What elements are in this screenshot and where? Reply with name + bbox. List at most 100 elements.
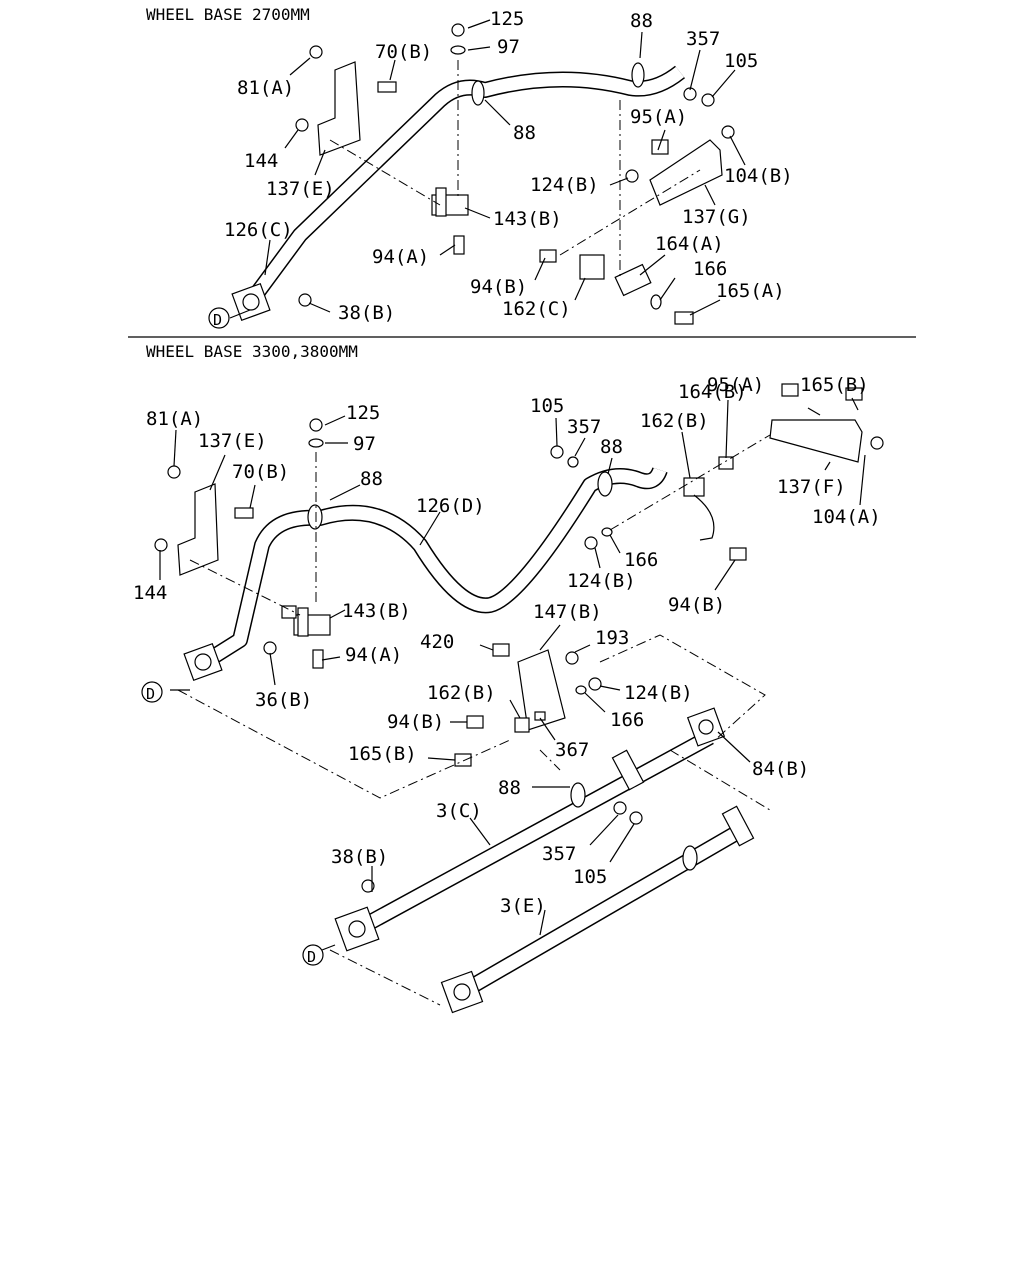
label-162b: 162(B): [640, 410, 709, 432]
label-81a: 81(A): [237, 77, 294, 99]
bolt-94b-bottom: [729, 547, 747, 561]
label-357-bottom: 357: [567, 416, 601, 438]
clamp-88-tailpipe-3e: [682, 845, 698, 871]
nut-144: [295, 118, 309, 132]
label-124b-lower: 124(B): [624, 682, 693, 704]
label-144-bottom: 144: [133, 582, 167, 604]
label-38b: 38(B): [338, 302, 395, 324]
bracket-137g: [649, 139, 723, 206]
label-105-bottom: 105: [530, 395, 564, 417]
clamp-88-bottom-right: [597, 471, 613, 497]
label-165b-bottom: 165(B): [800, 374, 869, 396]
label-95a-bottom: 95(A): [707, 374, 764, 396]
label-193: 193: [595, 627, 629, 649]
washer-97-bottom: [308, 438, 324, 448]
bolt-94a: [453, 235, 465, 255]
reference-marker-d-tailpipe: [302, 944, 324, 966]
reference-marker-d-tailpipe-label: D: [307, 948, 316, 966]
nut-81a-bottom: [167, 465, 181, 479]
washer-166-lower: [575, 685, 587, 695]
label-126c: 126(C): [224, 219, 293, 241]
nut-124b: [625, 169, 639, 183]
label-143b: 143(B): [493, 208, 562, 230]
nut-105: [701, 93, 715, 107]
label-125-bottom: 125: [346, 402, 380, 424]
label-162c: 162(C): [502, 298, 571, 320]
bracket-147b: [517, 649, 566, 731]
nut-38b: [298, 293, 312, 307]
label-166-bottom: 166: [624, 549, 658, 571]
label-88-lower: 88: [513, 122, 536, 144]
clamp-88-bottom-left: [307, 504, 323, 530]
label-357: 357: [686, 28, 720, 50]
gasket-84b: [686, 707, 726, 747]
bolt-165a: [674, 311, 694, 325]
nut-125: [451, 23, 465, 37]
reference-marker-d-top-label: D: [213, 311, 222, 329]
label-94b: 94(B): [470, 276, 527, 298]
label-104a: 104(A): [812, 506, 881, 528]
label-124b: 124(B): [530, 174, 599, 196]
label-3c: 3(C): [436, 800, 482, 822]
nut-104b: [721, 125, 735, 139]
clamp-88-left: [471, 80, 485, 106]
front-pipe-126c: [231, 65, 685, 322]
label-94a-bottom: 94(A): [345, 644, 402, 666]
label-70b-bottom: 70(B): [232, 461, 289, 483]
bolt-165b-lower: [454, 753, 472, 767]
bottom-section: WHEEL BASE 3300,3800MM: [133, 342, 884, 1014]
label-165b-lower: 165(B): [348, 743, 417, 765]
label-420: 420: [420, 631, 454, 653]
label-125: 125: [490, 8, 524, 30]
hanger-143b: [431, 187, 469, 217]
nut-81a: [309, 45, 323, 59]
label-97: 97: [497, 36, 520, 58]
nut-105-bottom: [550, 445, 564, 459]
nut-104a-bottom: [870, 436, 884, 450]
top-section-header: WHEEL BASE 2700MM: [146, 5, 310, 24]
nut-125-bottom: [309, 418, 323, 432]
label-97-bottom: 97: [353, 433, 376, 455]
label-166: 166: [693, 258, 727, 280]
label-36b: 36(B): [255, 689, 312, 711]
bolt-95a-bottom: [781, 383, 799, 397]
label-147b: 147(B): [533, 601, 602, 623]
bolt-165b-bottom: [845, 387, 863, 401]
nut-143-bottom: [281, 605, 297, 619]
reference-marker-d-top: [208, 307, 230, 329]
tail-pipe-3c: [334, 729, 714, 952]
label-165a: 165(A): [716, 280, 785, 302]
label-164b: 164(B): [678, 381, 747, 403]
label-3e: 3(E): [500, 895, 546, 917]
label-143b-bottom: 143(B): [342, 600, 411, 622]
label-162b-lower: 162(B): [427, 682, 496, 704]
top-section: WHEEL BASE 2700MM: [146, 5, 793, 329]
label-105: 105: [724, 50, 758, 72]
tail-pipe-3e: [440, 805, 755, 1014]
label-367: 367: [555, 739, 589, 761]
label-137e-bottom: 137(E): [198, 430, 267, 452]
label-88-bottom-right: 88: [600, 436, 623, 458]
label-94b-lower: 94(B): [387, 711, 444, 733]
washer-357-bottom: [567, 456, 579, 468]
label-105-lower: 105: [573, 866, 607, 888]
label-95a: 95(A): [630, 106, 687, 128]
label-137g: 137(G): [682, 206, 751, 228]
label-137e: 137(E): [266, 178, 335, 200]
nut-193: [565, 651, 579, 665]
label-124b-bottom: 124(B): [567, 570, 636, 592]
washer-357-lower: [613, 801, 627, 815]
label-88-tailpipe: 88: [498, 777, 521, 799]
nut-124b-lower: [588, 677, 602, 691]
reference-marker-d-bottom: [141, 681, 163, 703]
nut-144-bottom: [154, 538, 168, 552]
label-357-lower: 357: [542, 843, 576, 865]
nut-105-lower: [629, 811, 643, 825]
hanger-143b-bottom: [293, 607, 331, 637]
label-38b-bottom: 38(B): [331, 846, 388, 868]
label-70b: 70(B): [375, 41, 432, 63]
clamp-88-tailpipe-3c: [570, 782, 586, 808]
label-84b: 84(B): [752, 758, 809, 780]
label-94a: 94(A): [372, 246, 429, 268]
